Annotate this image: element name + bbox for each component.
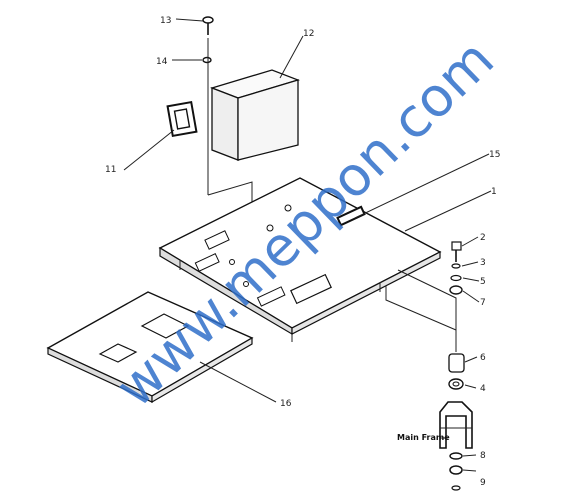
part-9-nut: [449, 465, 463, 475]
main-frame-label: Main Frame: [397, 433, 450, 442]
callout-8: 8: [480, 451, 486, 461]
callout-6: 6: [480, 353, 486, 363]
part-6-mount: [448, 353, 465, 373]
part-5-washer: [450, 274, 462, 282]
callout-5: 5: [480, 277, 486, 287]
part-4-washer: [448, 378, 464, 390]
callout-7: 7: [480, 298, 486, 308]
callout-4: 4: [480, 384, 486, 394]
part-1-plate: [158, 177, 442, 342]
part-2-bolt: [451, 241, 462, 262]
callout-12: 12: [303, 29, 314, 39]
part-13-screw: [202, 16, 214, 35]
part-8-washer: [449, 452, 463, 460]
bolt-axis-line: [397, 269, 457, 330]
part-12-box: [209, 69, 301, 161]
callout-2: 2: [480, 233, 486, 243]
callout-3: 3: [480, 258, 486, 268]
callout-16: 16: [280, 399, 292, 409]
leader-lines: [123, 18, 492, 472]
part-7-nut: [449, 285, 463, 295]
watermark-text: www.meppon.com: [103, 28, 506, 420]
callout-13: 13: [160, 16, 171, 26]
part-3-washer: [451, 263, 461, 269]
bolt-end: [451, 485, 461, 491]
plate-to-mount-line: [385, 286, 457, 352]
callout-9: 9: [480, 478, 486, 488]
callout-15: 15: [489, 150, 500, 160]
part-11-bracket: [166, 100, 198, 138]
part-16-pad: [46, 291, 254, 404]
callout-1: 1: [491, 187, 497, 197]
part-14-washer: [202, 56, 212, 64]
main-frame-bracket: [439, 401, 473, 449]
callout-11: 11: [105, 165, 116, 175]
callout-14: 14: [156, 57, 168, 67]
